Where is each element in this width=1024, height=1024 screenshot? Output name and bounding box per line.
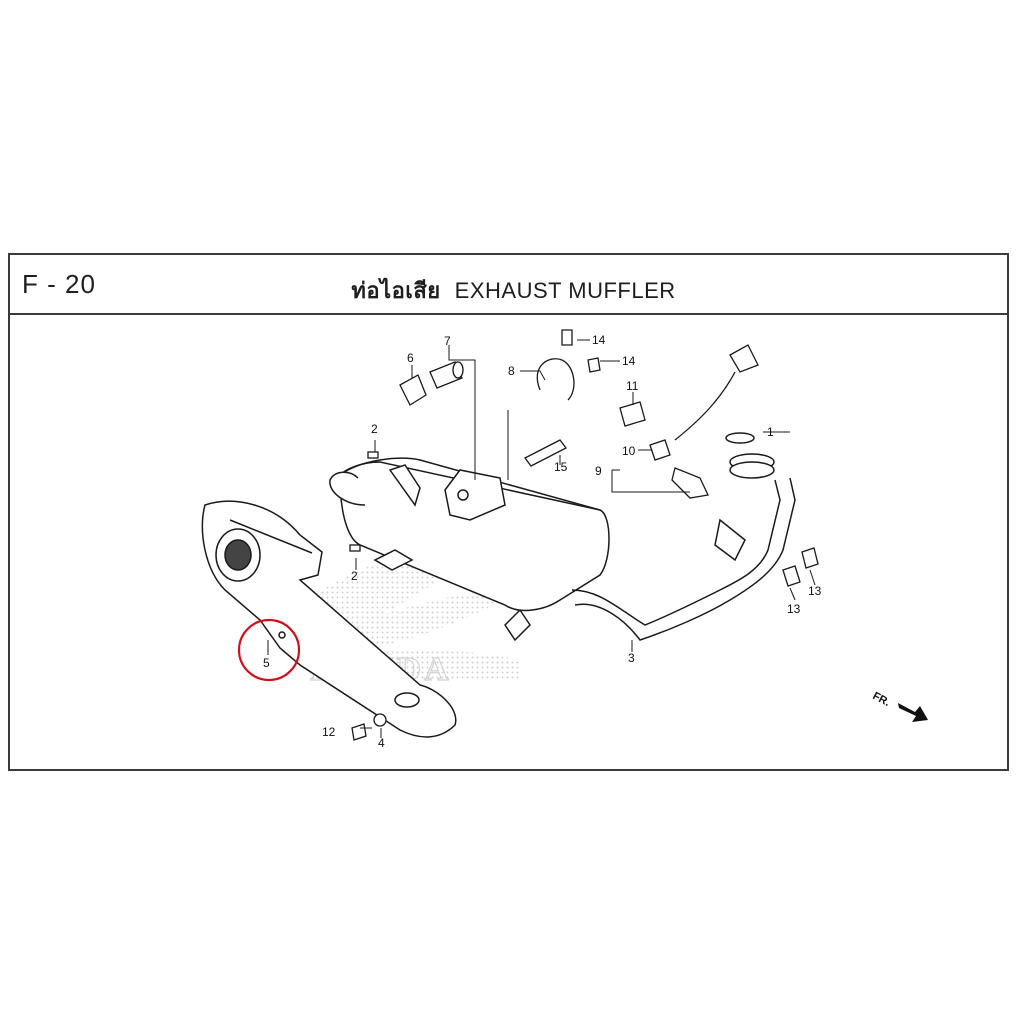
callout-6: 6 xyxy=(407,351,414,365)
callout-3: 3 xyxy=(628,651,635,665)
callout-7: 7 xyxy=(444,334,451,348)
diagram-title: ท่อไอเสีย EXHAUST MUFFLER xyxy=(10,273,1007,308)
muffler-band xyxy=(536,358,575,401)
callout-12: 12 xyxy=(322,725,336,739)
callout-11: 11 xyxy=(626,379,639,393)
callout-4: 4 xyxy=(378,736,385,750)
diagram-frame: F - 20 ท่อไอเสีย EXHAUST MUFFLER xyxy=(8,253,1009,771)
callout-9: 9 xyxy=(595,464,602,478)
front-label: FR. xyxy=(871,690,892,709)
callout-14-upper: 14 xyxy=(592,333,606,347)
sensor-wire xyxy=(674,371,736,441)
callout-14-lower: 14 xyxy=(622,354,636,368)
screw xyxy=(351,723,367,741)
sensor-bracket xyxy=(619,401,646,427)
clip-lower xyxy=(349,544,361,552)
front-direction-indicator: FR. xyxy=(871,690,928,722)
sensor-connector xyxy=(649,439,671,461)
callout-13-left: 13 xyxy=(787,602,801,616)
muffler-body xyxy=(329,457,610,642)
exhaust-pipe xyxy=(571,432,796,641)
rubber-mount xyxy=(399,374,427,406)
bolt-side xyxy=(587,357,601,373)
figure-code: F - 20 xyxy=(22,269,96,299)
title-english: EXHAUST MUFFLER xyxy=(454,278,676,303)
highlight-circle xyxy=(237,618,301,682)
mounting-bolt xyxy=(524,439,567,467)
callout-13-right: 13 xyxy=(808,584,822,598)
nut-left xyxy=(782,565,801,587)
callout-2-upper: 2 xyxy=(371,422,378,436)
bolt-top xyxy=(561,329,573,346)
front-arrow-icon xyxy=(898,703,928,722)
callout-5: 5 xyxy=(263,656,270,670)
callout-10: 10 xyxy=(622,444,636,458)
title-thai: ท่อไอเสีย xyxy=(351,278,441,303)
callout-15: 15 xyxy=(554,460,568,474)
nut-right xyxy=(801,547,819,569)
washer xyxy=(373,713,387,727)
callout-2-lower: 2 xyxy=(351,569,358,583)
leader-lines xyxy=(267,339,816,738)
heat-shield xyxy=(201,500,457,738)
sensor-plug xyxy=(729,344,759,373)
callout-1: 1 xyxy=(767,425,774,439)
diagram-header: F - 20 ท่อไอเสีย EXHAUST MUFFLER xyxy=(10,255,1007,315)
hardware-parts xyxy=(349,329,819,741)
clip-upper xyxy=(367,451,379,459)
callout-labels: 1 2 2 3 4 5 6 7 8 9 10 11 12 13 13 14 14… xyxy=(263,333,822,750)
collar-end xyxy=(452,361,464,379)
callout-8: 8 xyxy=(508,364,515,378)
oxygen-sensor xyxy=(671,467,709,499)
